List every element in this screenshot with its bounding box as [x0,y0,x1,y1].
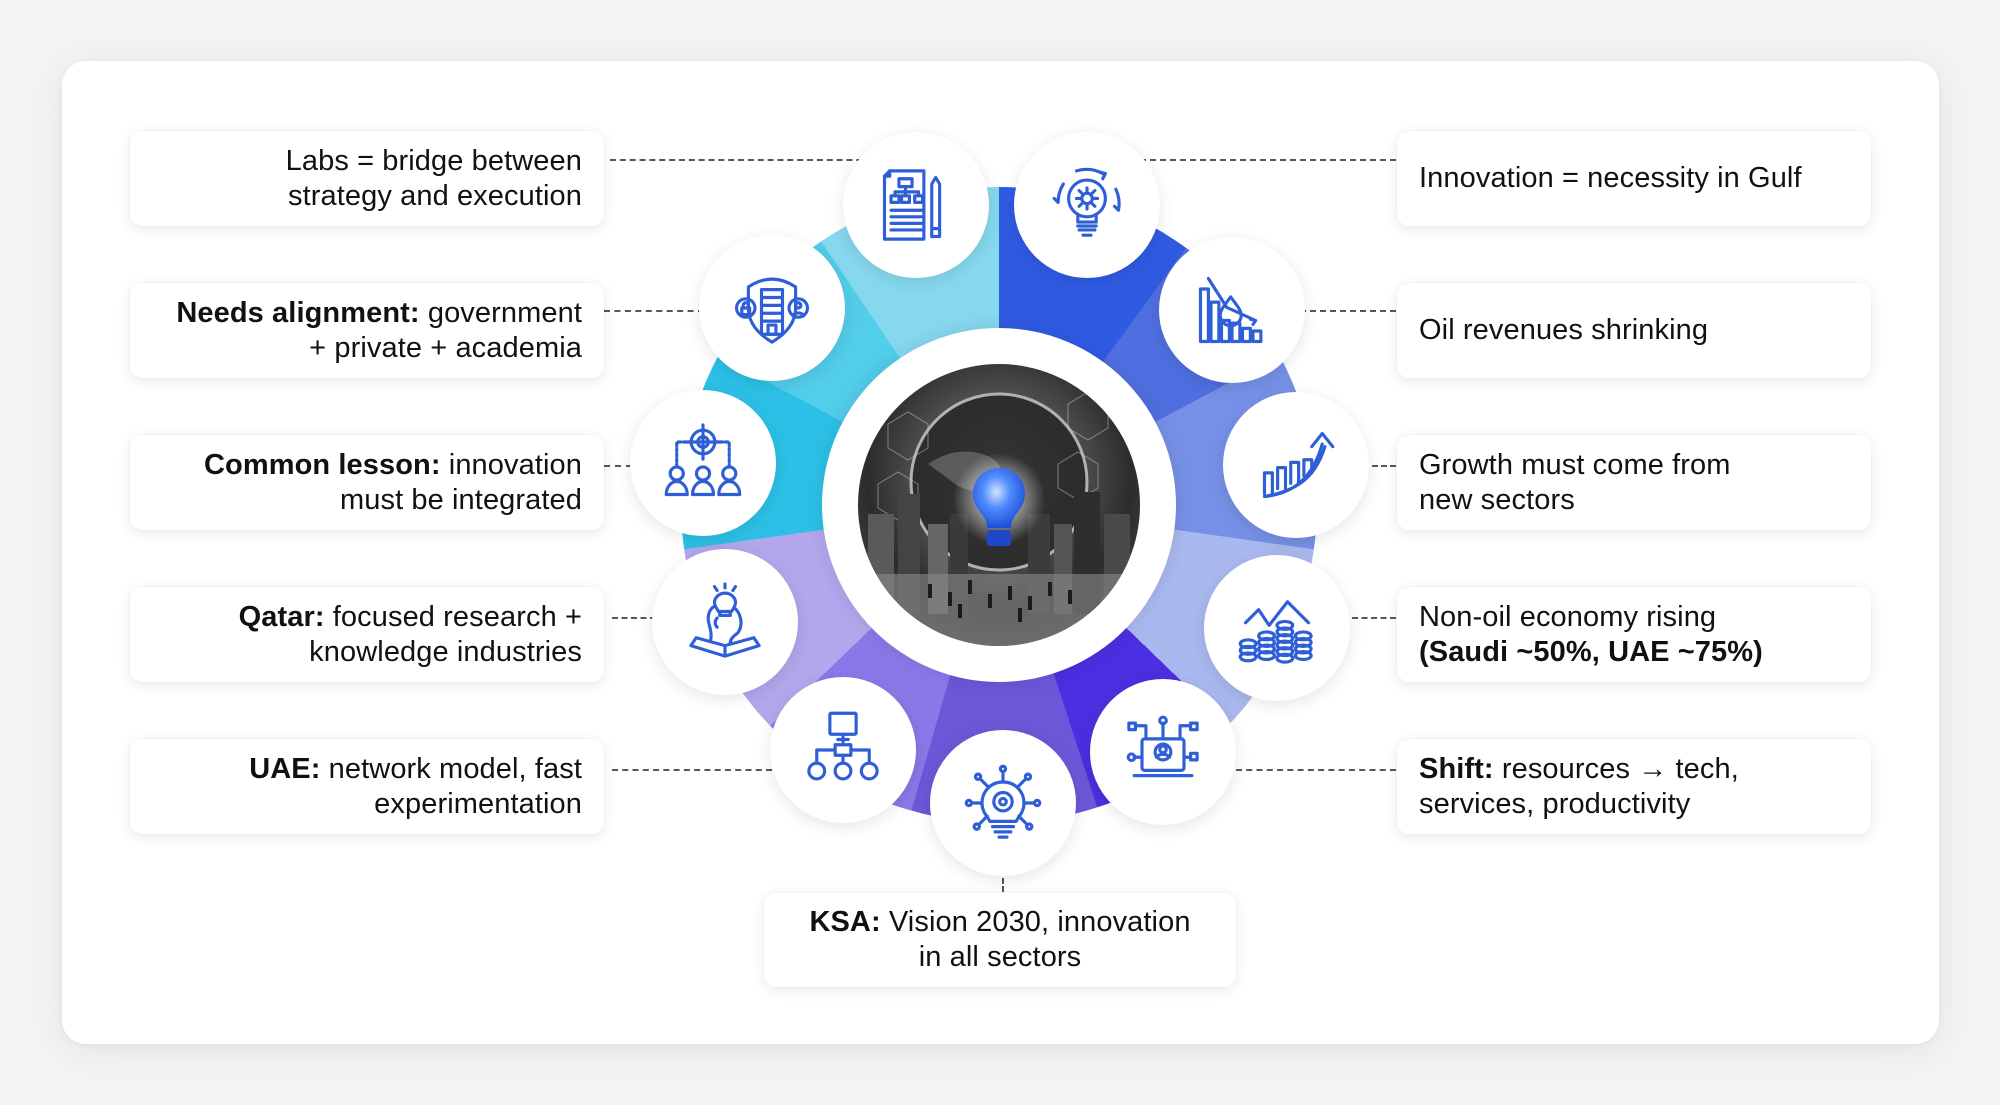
connector-ksa [1002,870,1004,892]
oil-drop-declining-chart-icon [1198,276,1263,344]
connector-oil [1300,310,1396,312]
label-ksa: KSA: Vision 2030, innovation in all sect… [764,893,1236,987]
label-oil-line1: Oil revenues shrinking [1419,314,1709,346]
connector-alignment [604,310,704,312]
label-common-lesson-bold: Common lesson: [203,448,441,481]
growth-chart-arrow-icon [1262,431,1335,499]
connector-qatar [612,617,656,619]
icon-circle-innovation [1014,132,1160,278]
label-shift-bold: Shift: [1419,752,1494,785]
connector-non-oil [1352,617,1396,619]
label-uae-line2: experimentation [374,787,582,820]
label-non-oil: Non-oil economy rising (Saudi ~50%, UAE … [1397,587,1871,682]
icon-circle-uae [770,677,916,823]
label-qatar-line2: knowledge industries [309,635,582,668]
label-ksa-bold: KSA: [809,906,881,938]
icon-circle-non-oil [1204,555,1350,701]
icon-circle-shift [1090,679,1236,825]
connector-shift [1236,769,1396,771]
label-labs: Labs = bridge between strategy and execu… [130,131,604,226]
icon-circle-growth [1223,392,1369,538]
label-uae-line1: network model, fast [320,752,582,785]
label-shift-line1: resources → tech, [1493,752,1739,785]
label-shift-line2: services, productivity [1419,787,1691,820]
connector-growth [1372,465,1396,467]
org-chart-document-icon [882,169,942,241]
icon-circle-labs [843,132,989,278]
label-common-lesson-line2: must be integrated [340,483,582,516]
icon-circle-common-lesson [630,390,776,536]
target-team-icon [664,423,742,497]
icon-circle-oil [1159,237,1305,383]
label-ksa-line2: in all sectors [918,941,1082,973]
gear-lightbulb-cycle-icon [1052,167,1121,237]
coins-rising-chart-icon [1238,600,1313,664]
center-image [858,364,1140,646]
label-innovation-line1: Innovation = necessity in Gulf [1419,162,1802,194]
lightbulb-city-icon [858,391,1140,646]
label-qatar-bold: Qatar: [238,600,325,633]
label-qatar: Qatar: focused research + knowledge indu… [130,587,604,682]
connector-common-lesson [604,465,632,467]
icon-circle-ksa [930,730,1076,876]
label-innovation: Innovation = necessity in Gulf [1397,131,1871,226]
label-growth-line1: Growth must come from [1419,448,1731,481]
icon-circle-qatar [652,549,798,695]
label-oil: Oil revenues shrinking [1397,283,1871,378]
label-common-lesson-line1: innovation [440,448,582,481]
lightbulb-gear-network-icon [964,764,1042,839]
connector-uae [612,769,772,771]
label-labs-line2: strategy and execution [288,179,582,212]
label-ksa-line1: Vision 2030, innovation [880,906,1191,938]
icon-circle-alignment [699,235,845,381]
connector-innovation [1140,159,1396,161]
label-qatar-line1: focused research + [324,600,582,633]
laptop-user-network-icon [1126,715,1199,778]
label-common-lesson: Common lesson: innovation must be integr… [130,435,604,530]
shield-building-icon [734,277,810,344]
connector-labs [610,159,882,161]
label-shift: Shift: resources → tech, services, produ… [1397,739,1871,834]
label-growth-line2: new sectors [1419,483,1575,516]
head-book-idea-icon [689,582,761,658]
label-alignment-line2: + private + academia [309,331,582,364]
label-uae: UAE: network model, fast experimentation [130,739,604,834]
label-alignment-bold: Needs alignment: [176,296,420,329]
label-alignment: Needs alignment: government + private + … [130,283,604,378]
label-alignment-line1: government [419,296,582,329]
network-hierarchy-icon [807,711,879,781]
label-non-oil-line1: Non-oil economy rising [1419,600,1717,633]
label-uae-bold: UAE: [249,752,321,785]
label-growth: Growth must come from new sectors [1397,435,1871,530]
label-non-oil-bold: (Saudi ~50%, UAE ~75%) [1419,635,1763,668]
label-labs-line1: Labs = bridge between [285,144,582,177]
